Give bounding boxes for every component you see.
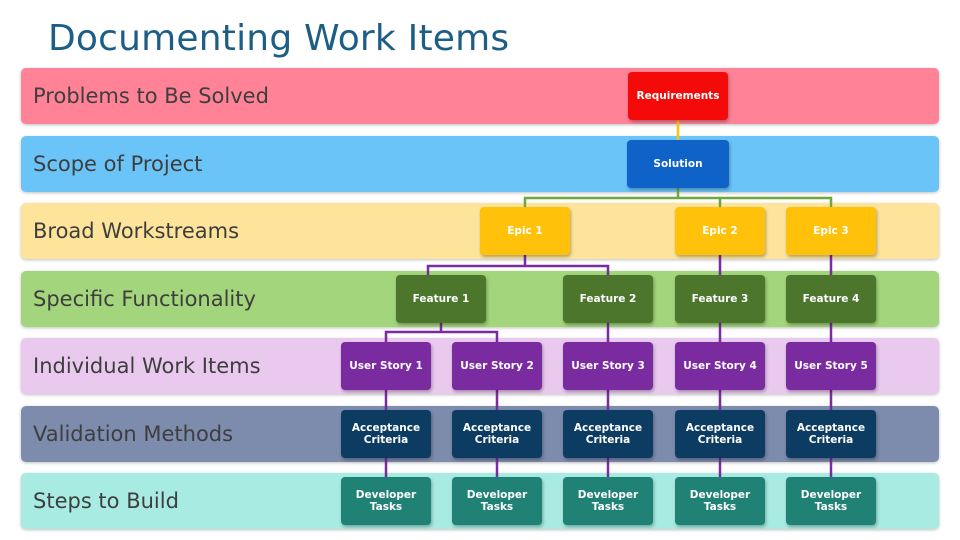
user-story-5-node: User Story 5 xyxy=(786,342,876,390)
feature-1-node: Feature 1 xyxy=(396,275,486,323)
user-story-4-node: User Story 4 xyxy=(675,342,765,390)
page-title: Documenting Work Items xyxy=(48,18,510,59)
epic-1-node: Epic 1 xyxy=(480,207,570,255)
user-story-1-node: User Story 1 xyxy=(341,342,431,390)
feature-2-node: Feature 2 xyxy=(563,275,653,323)
feature-4-node: Feature 4 xyxy=(786,275,876,323)
band-scope: Scope of Project xyxy=(21,136,939,192)
acceptance-criteria-5-node: Acceptance Criteria xyxy=(786,410,876,458)
epic-3-node: Epic 3 xyxy=(786,207,876,255)
band-label: Validation Methods xyxy=(33,422,234,446)
connector-feature1-stories xyxy=(384,321,499,344)
developer-tasks-1-node: Developer Tasks xyxy=(341,477,431,525)
band-label: Steps to Build xyxy=(33,489,179,513)
developer-tasks-3-node: Developer Tasks xyxy=(563,477,653,525)
requirements-node: Requirements xyxy=(628,72,728,120)
band-problems: Problems to Be Solved xyxy=(21,68,939,124)
band-label: Specific Functionality xyxy=(33,287,256,311)
developer-tasks-4-node: Developer Tasks xyxy=(675,477,765,525)
developer-tasks-5-node: Developer Tasks xyxy=(786,477,876,525)
user-story-3-node: User Story 3 xyxy=(563,342,653,390)
connector-solution-epics xyxy=(523,187,833,208)
acceptance-criteria-2-node: Acceptance Criteria xyxy=(452,410,542,458)
acceptance-criteria-3-node: Acceptance Criteria xyxy=(563,410,653,458)
solution-node: Solution xyxy=(627,140,729,188)
band-label: Problems to Be Solved xyxy=(33,84,269,108)
acceptance-criteria-1-node: Acceptance Criteria xyxy=(341,410,431,458)
band-label: Scope of Project xyxy=(33,152,203,176)
acceptance-criteria-4-node: Acceptance Criteria xyxy=(675,410,765,458)
feature-3-node: Feature 3 xyxy=(675,275,765,323)
user-story-2-node: User Story 2 xyxy=(452,342,542,390)
band-label: Broad Workstreams xyxy=(33,219,240,243)
epic-2-node: Epic 2 xyxy=(675,207,765,255)
developer-tasks-2-node: Developer Tasks xyxy=(452,477,542,525)
band-label: Individual Work Items xyxy=(33,354,261,378)
connector-epic1-features xyxy=(426,253,610,277)
